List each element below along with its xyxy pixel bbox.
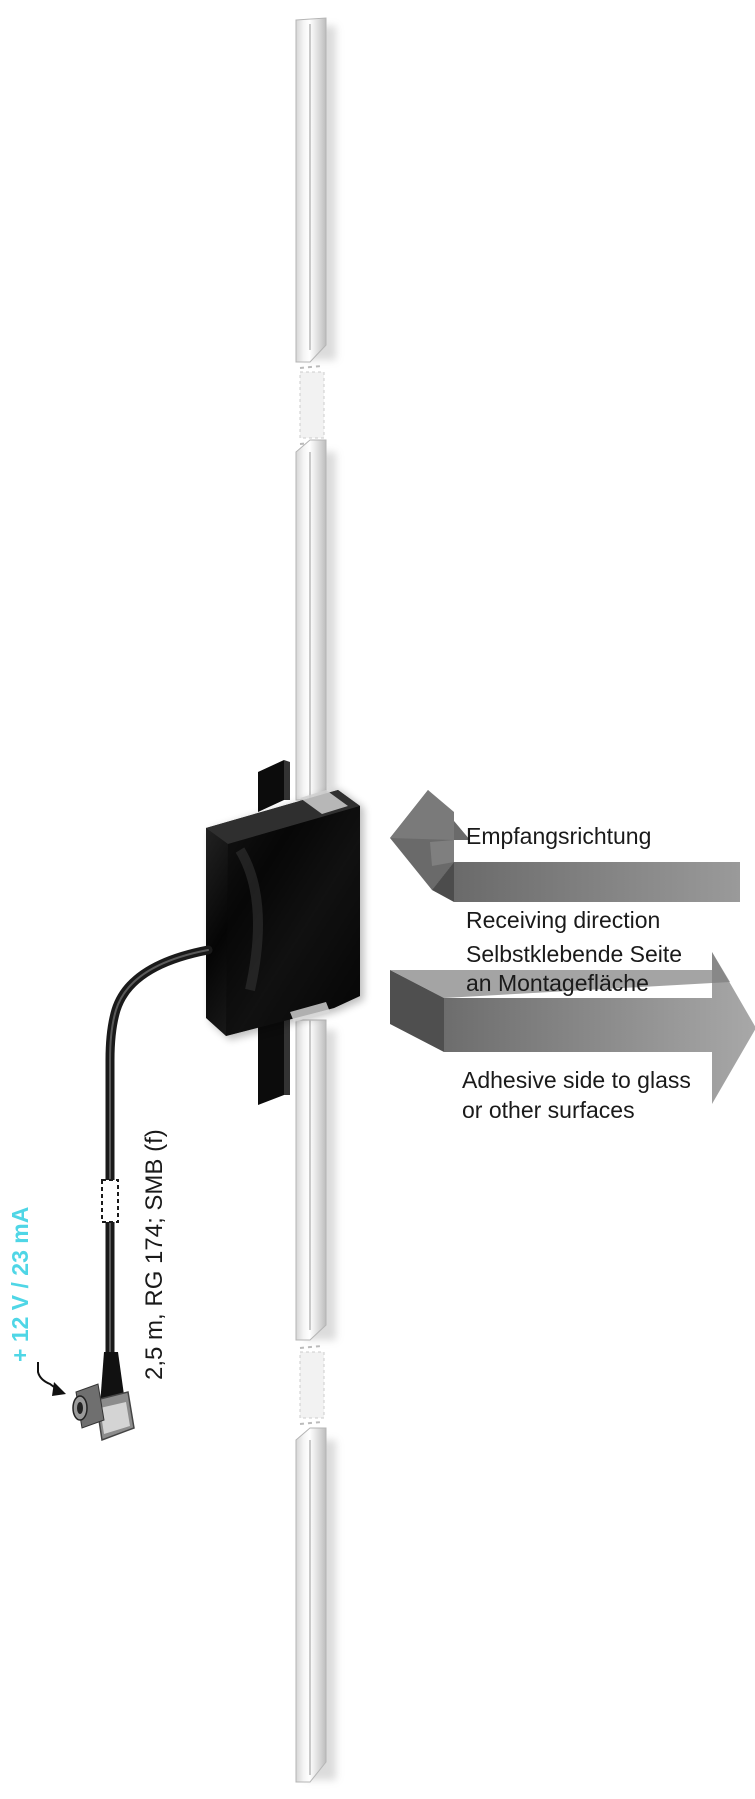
label-adhesive-de-line2: an Montagefläche — [466, 970, 649, 996]
label-receiving-de: Empfangsrichtung — [466, 823, 651, 849]
mounting-clip-bottom — [258, 1010, 290, 1105]
amplifier-module — [206, 790, 364, 1040]
label-adhesive-de-line1: Selbstklebende Seite — [466, 941, 682, 967]
adhesive-arrow-icon — [390, 952, 755, 1104]
receiving-arrow-icon — [390, 790, 740, 902]
mounting-clip-top — [258, 760, 290, 812]
smb-connector-icon — [72, 1352, 135, 1442]
antenna-element-lower — [295, 1019, 336, 1783]
label-adhesive-en-line2: or other surfaces — [462, 1097, 635, 1123]
coax-cable — [101, 945, 213, 1360]
label-power-spec: + 12 V / 23 mA — [7, 1207, 33, 1362]
power-arrow-icon — [37, 1362, 66, 1396]
label-receiving-en: Receiving direction — [466, 907, 660, 933]
antenna-element-upper — [295, 17, 336, 801]
label-adhesive-en-line1: Adhesive side to glass — [462, 1067, 691, 1093]
label-cable-spec: 2,5 m, RG 174; SMB (f) — [141, 1129, 168, 1380]
